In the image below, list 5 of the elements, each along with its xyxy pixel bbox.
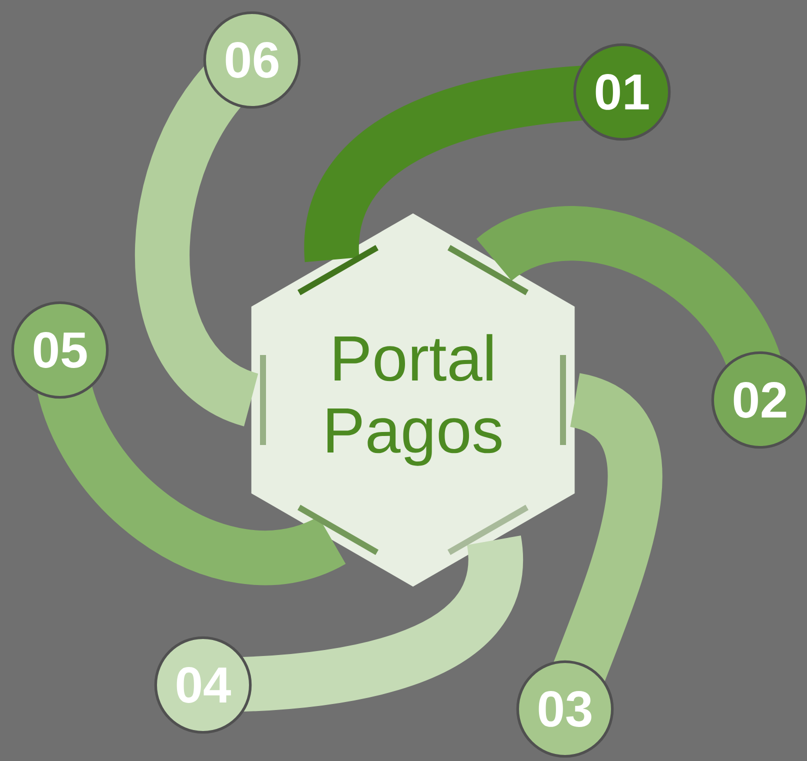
numbered-arm: 06: [135, 11, 301, 445]
hexagon: Portal Pagos: [251, 213, 575, 587]
numbered-arm: 03: [516, 355, 662, 758]
numbered-arm: 04: [154, 504, 528, 734]
numbered-arm: 01: [298, 43, 671, 296]
